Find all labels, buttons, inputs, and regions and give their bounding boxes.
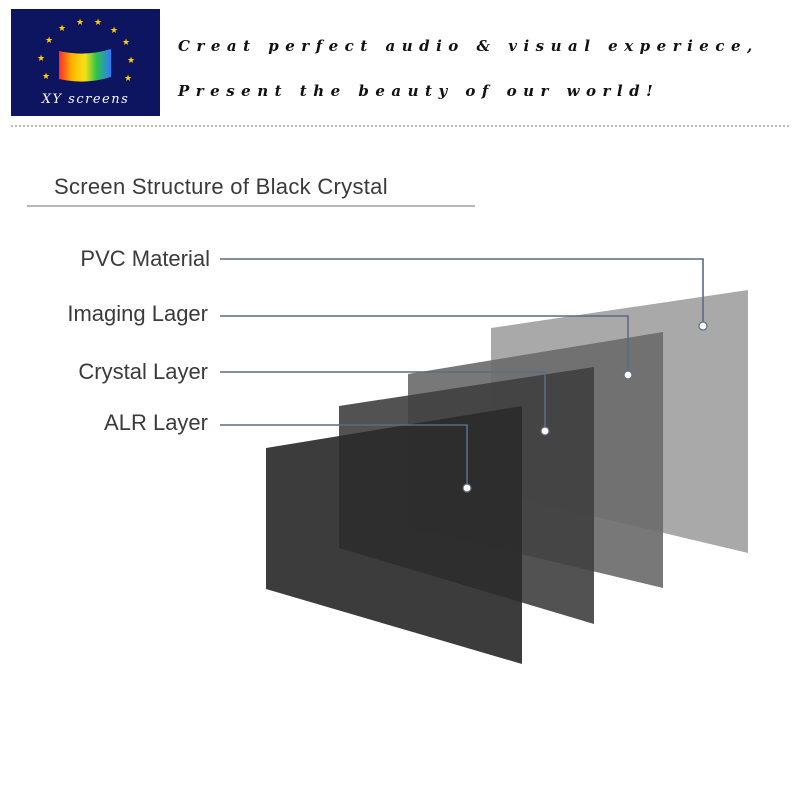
marker-crystal	[540, 426, 550, 436]
svg-text:★: ★	[45, 36, 53, 46]
header-divider	[11, 125, 789, 127]
layer-alr	[266, 406, 522, 664]
slogan-line-1: Creat perfect audio & visual experiece,	[178, 37, 759, 55]
svg-text:★: ★	[76, 18, 84, 28]
slogan-line-2: Present the beauty of our world!	[178, 82, 660, 100]
leader-alr	[220, 424, 468, 488]
svg-text:★: ★	[124, 74, 132, 84]
brand-name: XY screens	[41, 92, 130, 107]
label-imaging: Imaging Lager	[67, 301, 208, 326]
marker-imaging	[623, 370, 633, 380]
leader-crystal	[220, 371, 546, 431]
leader-pvc-material	[220, 258, 704, 326]
diagram-title: Screen Structure of Black Crystal	[54, 174, 388, 199]
brand-logo: ★ ★ ★ ★ ★ ★ ★ ★ ★ ★ XY screens	[11, 9, 160, 116]
title-underline	[27, 205, 475, 207]
svg-text:★: ★	[127, 56, 135, 66]
marker-pvc-material	[698, 321, 708, 331]
svg-text:★: ★	[94, 18, 102, 28]
svg-text:★: ★	[37, 54, 45, 64]
label-pvc-material: PVC Material	[80, 246, 210, 271]
svg-text:★: ★	[122, 38, 130, 48]
logo-emblem-icon: ★ ★ ★ ★ ★ ★ ★ ★ ★ ★	[37, 18, 135, 84]
svg-text:★: ★	[110, 26, 118, 36]
header: ★ ★ ★ ★ ★ ★ ★ ★ ★ ★ XY screens Creat per…	[0, 0, 800, 130]
label-crystal: Crystal Layer	[78, 359, 208, 384]
leader-imaging	[220, 315, 629, 375]
svg-text:★: ★	[42, 72, 50, 82]
marker-alr	[462, 483, 472, 493]
label-alr: ALR Layer	[104, 410, 208, 435]
svg-text:★: ★	[58, 24, 66, 34]
